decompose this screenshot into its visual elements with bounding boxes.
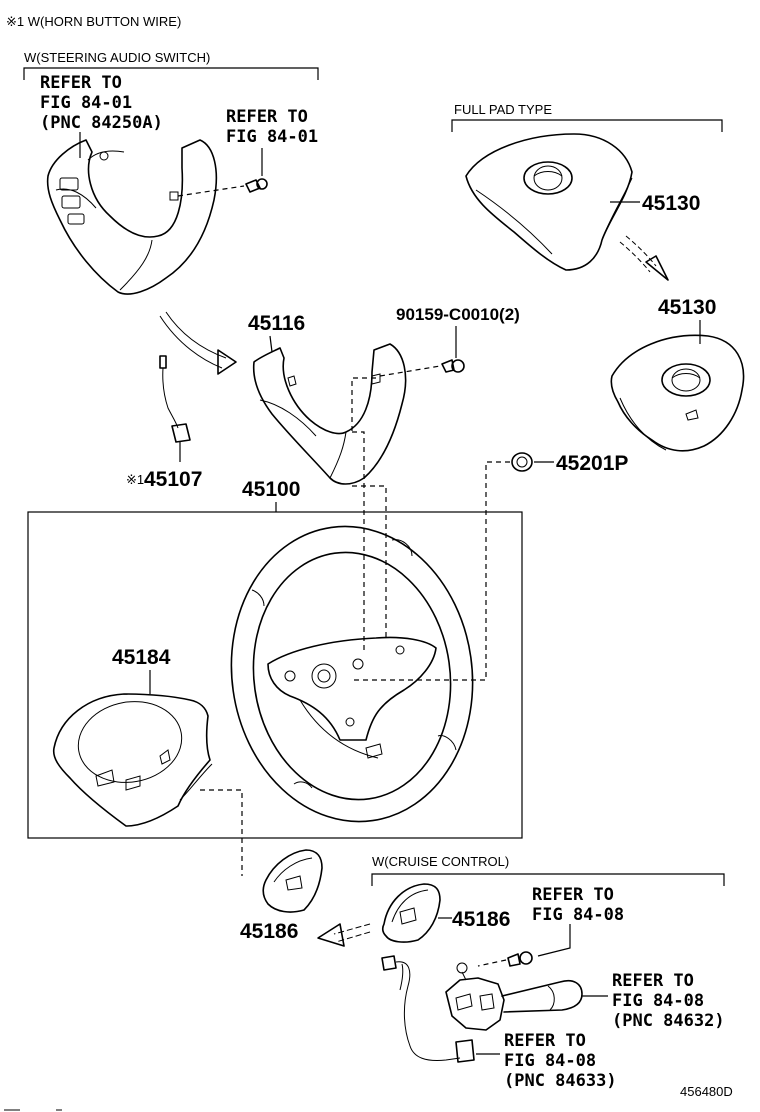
part-45186-right-label: 45186 (452, 908, 510, 931)
cruise-wire-reference: REFER TO FIG 84-08 (PNC 84633) (504, 1031, 617, 1091)
horn-pad-full-view: 45130 (465, 133, 700, 271)
diagram-id: 456480D (680, 1084, 733, 1099)
steering-audio-switch-bracket: W(STEERING AUDIO SWITCH) (23, 50, 319, 80)
part-45130-angled-label: 45130 (658, 296, 716, 319)
lower-cover-45184: 45184 (52, 646, 243, 876)
lower-cover-45116: 45116 (248, 312, 407, 485)
assembly-arrow-left (159, 311, 237, 375)
audio-switch-cover-drawing (46, 139, 268, 295)
cruise-control-bracket: W(CRUISE CONTROL) (371, 854, 725, 886)
cruise-wire-ref-line-3: (PNC 84633) (504, 1071, 617, 1091)
horn-button-wire-45107: ※1 45107 (126, 355, 202, 491)
part-45186-left-label: 45186 (240, 920, 298, 943)
steering-audio-switch-label: W(STEERING AUDIO SWITCH) (24, 50, 210, 65)
cruise-switch-ref-line-3: (PNC 84632) (612, 1011, 725, 1031)
cruise-control-switch-drawing (445, 962, 608, 1031)
cover-45186-left: 45186 (240, 849, 323, 943)
assembly-arrow-bottom (317, 923, 371, 947)
part-90159-label: 90159-C0010(2) (396, 305, 520, 324)
part-45107-label: 45107 (144, 468, 202, 491)
cruise-wire-ref-line-1: REFER TO (504, 1031, 586, 1051)
screw-ref-line-2: FIG 84-01 (226, 127, 318, 147)
audio-ref-line-1: REFER TO (40, 73, 122, 93)
cruise-screw-ref-line-1: REFER TO (532, 885, 614, 905)
screw-90159: 90159-C0010(2) (351, 305, 520, 432)
full-pad-type-label: FULL PAD TYPE (454, 102, 552, 117)
screw-reference: REFER TO FIG 84-01 (226, 107, 318, 176)
cruise-switch-ref-line-2: FIG 84-08 (612, 991, 704, 1011)
audio-ref-line-2: FIG 84-01 (40, 93, 132, 113)
horn-pad-angled-view: 45130 (610, 296, 745, 452)
cruise-switch-reference: REFER TO FIG 84-08 (PNC 84632) (612, 971, 725, 1031)
cruise-screw-reference: REFER TO FIG 84-08 (477, 885, 624, 967)
steering-wheel-assembly-group: 45100 (27, 431, 523, 839)
cruise-screw-ref-line-2: FIG 84-08 (532, 905, 624, 925)
horn-button-wire-note: ※1 W(HORN BUTTON WIRE) (6, 14, 181, 29)
part-45116-label: 45116 (248, 312, 305, 335)
screw-ref-line-1: REFER TO (226, 107, 308, 127)
steering-wheel-drawing (230, 525, 474, 823)
full-pad-type-bracket: FULL PAD TYPE (451, 102, 723, 132)
part-45184-label: 45184 (112, 646, 171, 669)
cruise-control-label: W(CRUISE CONTROL) (372, 854, 509, 869)
cover-45186-right: 45186 (381, 883, 510, 943)
part-45201p-label: 45201P (556, 452, 628, 475)
audio-switch-reference: REFER TO FIG 84-01 (PNC 84250A) (40, 73, 163, 158)
part-45100-label: 45100 (242, 478, 300, 501)
audio-ref-line-3: (PNC 84250A) (40, 113, 163, 133)
part-45107-marker: ※1 (126, 472, 144, 487)
cruise-switch-ref-line-1: REFER TO (612, 971, 694, 991)
assembly-45100-frame (27, 511, 523, 839)
assembly-arrow-right (619, 235, 669, 281)
cruise-control-wire-drawing (381, 955, 500, 1063)
part-45130-pad-label: 45130 (642, 192, 700, 215)
cruise-wire-ref-line-2: FIG 84-08 (504, 1051, 596, 1071)
